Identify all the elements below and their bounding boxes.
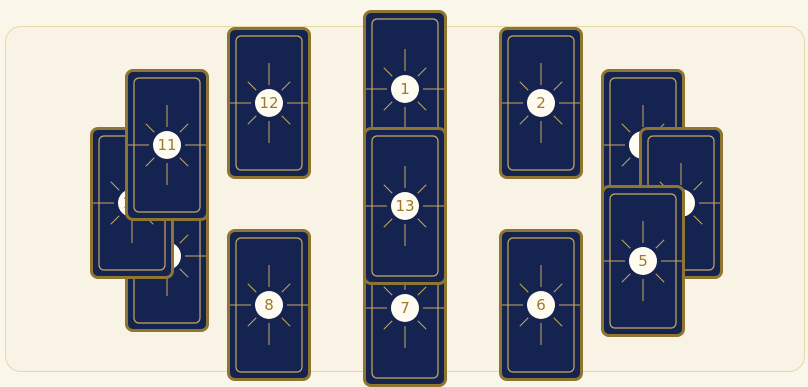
card-number: 5 [629, 247, 657, 275]
spread-board: 9 10 11 12 8 1 7 13 2 6 3 4 5 [5, 26, 805, 372]
card-5[interactable]: 5 [601, 185, 685, 337]
card-number: 2 [527, 89, 555, 117]
card-number: 1 [391, 75, 419, 103]
card-6[interactable]: 6 [499, 229, 583, 381]
card-11[interactable]: 11 [125, 69, 209, 221]
card-number: 13 [391, 192, 419, 220]
card-13[interactable]: 13 [363, 127, 447, 285]
card-2[interactable]: 2 [499, 27, 583, 179]
card-8[interactable]: 8 [227, 229, 311, 381]
card-number: 11 [153, 131, 181, 159]
card-number: 8 [255, 291, 283, 319]
card-number: 6 [527, 291, 555, 319]
card-12[interactable]: 12 [227, 27, 311, 179]
card-number: 12 [255, 89, 283, 117]
card-number: 7 [391, 294, 419, 322]
